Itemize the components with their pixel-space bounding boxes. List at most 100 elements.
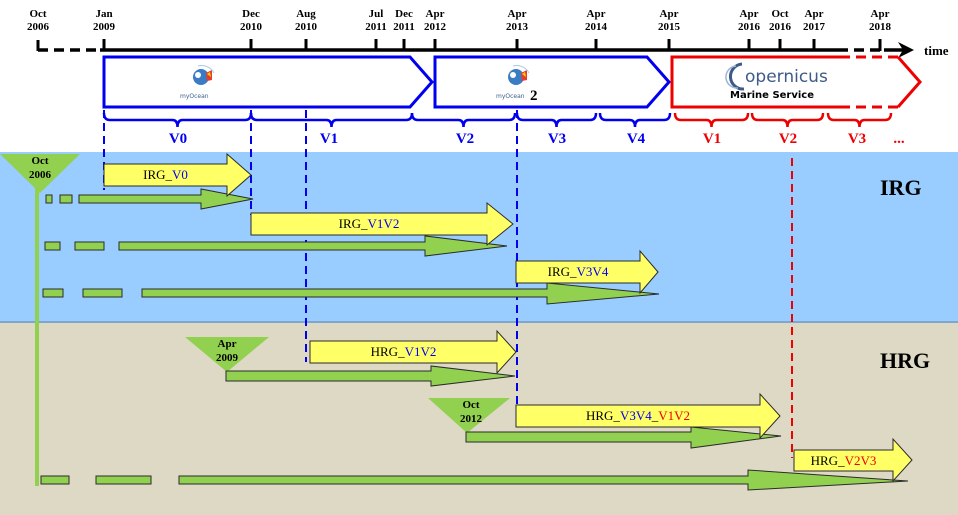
- coverage-dash: [40, 475, 70, 485]
- version-brace: [102, 112, 253, 128]
- version-label: V3: [547, 131, 567, 147]
- version-label: V0: [168, 131, 188, 147]
- irg-start-line: [35, 180, 39, 486]
- myocean-logo-text: myOcean: [180, 93, 209, 100]
- myocean-logo-icon: [193, 65, 215, 85]
- version-label: V1: [319, 131, 339, 147]
- start-month: Apr: [217, 338, 237, 350]
- tick-year: 2018: [869, 21, 891, 33]
- product-label: IRG_V0: [104, 167, 227, 183]
- tick-year: 2016: [738, 21, 760, 33]
- product-prefix: IRG_: [547, 264, 577, 279]
- tick-year: 2013: [506, 21, 528, 33]
- start-marker-apr-2009: [185, 337, 269, 372]
- version-brace: [249, 112, 414, 128]
- irg-section-label: IRG: [880, 175, 922, 200]
- tick-month: Dec: [242, 8, 260, 20]
- product-version: _: [651, 408, 659, 423]
- tick-month: Oct: [771, 8, 789, 20]
- coverage-arrows: [40, 188, 909, 491]
- myocean2-logo-icon: [508, 65, 530, 85]
- myocean2-logo-text: myOcean: [496, 93, 525, 100]
- phase-copernicus-arrow: [670, 55, 840, 109]
- tick-month: Apr: [804, 8, 824, 20]
- product-version: V0: [172, 167, 188, 182]
- tick-month: Apr: [739, 8, 759, 20]
- product-label: HRG_V3V4_V1V2: [516, 408, 760, 424]
- product-arrow-hrg-v1v2: [309, 329, 517, 375]
- tick-month: Apr: [659, 8, 679, 20]
- tick-month: Apr: [425, 8, 445, 20]
- product-prefix: HRG_: [585, 408, 620, 423]
- product-version: V3V4: [576, 264, 609, 279]
- phase-myocean-arrow: [102, 55, 434, 109]
- product-prefix: IRG_: [338, 216, 368, 231]
- tick-year: 2010: [295, 21, 317, 33]
- start-marker-oct-2012: [428, 398, 510, 433]
- product-version: V2V3: [844, 453, 877, 468]
- tick-year: 2006: [27, 21, 49, 33]
- tick-year: 2015: [658, 21, 680, 33]
- start-label-apr-2009: Apr 2009: [205, 337, 249, 365]
- myocean2-suffix: 2: [530, 88, 538, 104]
- tick-year: 2017: [803, 21, 825, 33]
- version-label: V2: [778, 131, 798, 147]
- tick-month: Aug: [296, 8, 316, 20]
- tick-year: 2012: [424, 21, 446, 33]
- product-arrow-irg-v0: [103, 152, 252, 198]
- coverage-dash: [82, 288, 123, 298]
- tick-year: 2014: [585, 21, 607, 33]
- version-brace: [826, 112, 893, 128]
- hrg-section-label: HRG: [880, 348, 931, 373]
- start-month: Oct: [462, 399, 480, 411]
- coverage-arrow-hrg-v2v3: [178, 469, 909, 491]
- product-prefix: HRG_: [810, 453, 845, 468]
- phase-copernicus-arrow-tip: [896, 56, 922, 108]
- version-brace: [750, 112, 825, 128]
- tick-month: Dec: [395, 8, 413, 20]
- tick-month: Oct: [29, 8, 47, 20]
- tick-year: 2011: [365, 21, 387, 33]
- version-label: V2: [455, 131, 475, 147]
- version-label: V3: [847, 131, 867, 147]
- tick-year: 2016: [769, 21, 791, 33]
- version-brace: [515, 112, 598, 128]
- version-label: ...: [893, 131, 905, 147]
- start-marker-oct-2006: [0, 154, 80, 193]
- version-brace: [673, 112, 750, 128]
- tick-month: Apr: [586, 8, 606, 20]
- product-label: IRG_V1V2: [251, 216, 487, 232]
- product-label: HRG_V2V3: [794, 453, 893, 469]
- product-version: V1V2: [658, 408, 690, 423]
- coverage-dash: [45, 194, 53, 204]
- product-version: V1V2: [367, 216, 400, 231]
- start-month: Oct: [31, 155, 49, 167]
- product-arrow-irg-v3v4: [515, 249, 659, 295]
- copernicus-logo-icon: [725, 62, 745, 91]
- copernicus-subtitle: Marine Service: [730, 90, 815, 101]
- band-separator: [0, 321, 958, 323]
- product-label: IRG_V3V4: [516, 264, 640, 280]
- axis-arrow-icon: [898, 42, 914, 58]
- product-prefix: IRG_: [143, 167, 172, 182]
- tick-year: 2011: [393, 21, 415, 33]
- time-axis-label: time: [924, 43, 949, 58]
- start-label-oct-2006: Oct 2006: [18, 154, 62, 182]
- product-version: V1V2: [404, 344, 437, 359]
- version-boundaries: [103, 110, 793, 458]
- tick-month: Jan: [95, 8, 113, 20]
